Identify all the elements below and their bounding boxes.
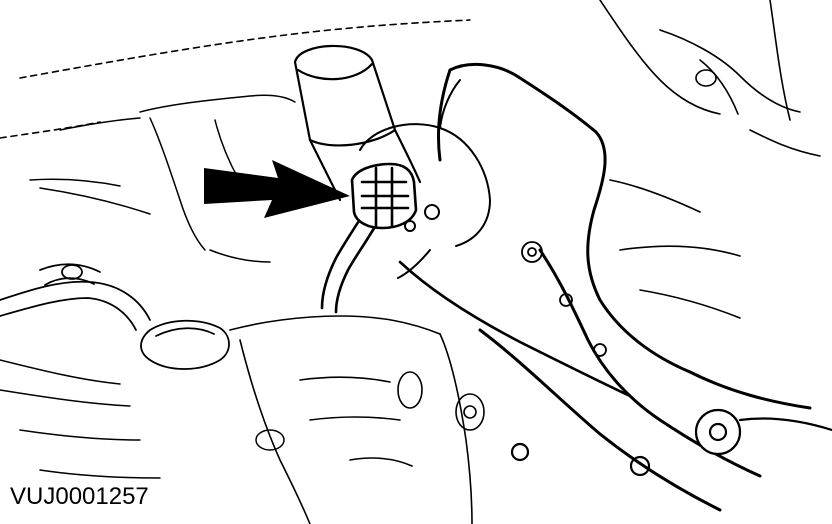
coolant-hose: [0, 263, 151, 331]
figure-reference-code: VUJ0001257: [10, 483, 149, 510]
arrow-right-icon: [204, 160, 350, 218]
arm-bushing: [510, 408, 832, 477]
wiring-harness: [320, 198, 632, 398]
transmission-housing: [229, 315, 485, 524]
reservoir-cap: [140, 319, 230, 370]
arm-holes: [521, 241, 607, 357]
motor-body: [293, 44, 422, 202]
right-body-structure: [599, 0, 821, 319]
electrical-connector: [350, 162, 418, 230]
body-panel-outline: [0, 19, 471, 139]
engine-bay-background: [29, 94, 296, 263]
lower-left-components: [0, 359, 285, 479]
motor-mount: [359, 79, 491, 279]
